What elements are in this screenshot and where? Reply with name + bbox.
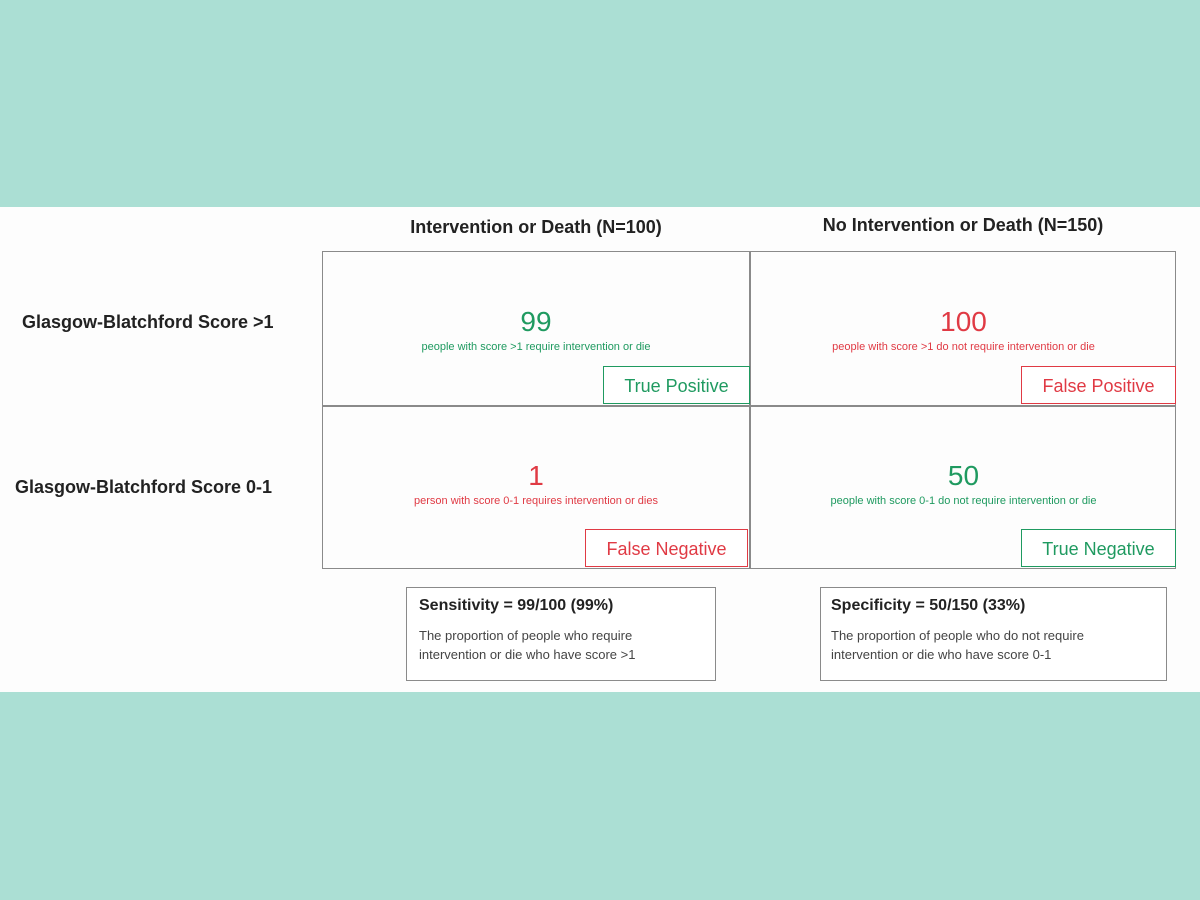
specificity-description-line-2: intervention or die who have score 0-1 bbox=[831, 647, 1052, 662]
false-negative-count: 1 bbox=[528, 460, 544, 491]
cell-true-positive: 99 people with score >1 require interven… bbox=[323, 306, 749, 354]
matrix-grid: 99 people with score >1 require interven… bbox=[322, 251, 1176, 569]
confusion-matrix-panel: Intervention or Death (N=100) No Interve… bbox=[0, 207, 1200, 692]
true-negative-count: 50 bbox=[947, 460, 980, 491]
sensitivity-description-line-1: The proportion of people who require bbox=[419, 628, 633, 643]
sensitivity-box: Sensitivity = 99/100 (99%) The proportio… bbox=[406, 587, 716, 681]
specificity-description-line-1: The proportion of people who do not requ… bbox=[831, 628, 1084, 643]
sensitivity-title: Sensitivity = 99/100 (99%) bbox=[419, 597, 614, 614]
column-header-intervention: Intervention or Death (N=100) bbox=[410, 217, 662, 237]
sensitivity-description-line-2: intervention or die who have score >1 bbox=[419, 647, 636, 662]
true-negative-description: people with score 0-1 do not require int… bbox=[830, 495, 1097, 507]
true-positive-count: 99 bbox=[520, 306, 552, 337]
specificity-title: Specificity = 50/150 (33%) bbox=[831, 597, 1026, 614]
false-positive-count: 100 bbox=[940, 306, 987, 337]
row-label-score-0-1: Glasgow-Blatchford Score 0-1 bbox=[15, 477, 273, 497]
cell-false-negative: 1 person with score 0-1 requires interve… bbox=[323, 460, 749, 508]
false-positive-label: False Positive bbox=[1021, 366, 1176, 404]
column-header-no-intervention: No Intervention or Death (N=150) bbox=[822, 215, 1104, 235]
cell-false-positive: 100 people with score >1 do not require … bbox=[750, 306, 1177, 354]
grid-horizontal-divider bbox=[323, 405, 1175, 407]
grid-vertical-divider bbox=[749, 252, 751, 568]
specificity-box: Specificity = 50/150 (33%) The proportio… bbox=[820, 587, 1167, 681]
false-negative-label: False Negative bbox=[585, 529, 748, 567]
false-negative-description: person with score 0-1 requires intervent… bbox=[414, 495, 658, 507]
true-positive-label: True Positive bbox=[603, 366, 750, 404]
true-positive-description: people with score >1 require interventio… bbox=[421, 341, 651, 353]
cell-true-negative: 50 people with score 0-1 do not require … bbox=[750, 460, 1177, 508]
true-negative-label: True Negative bbox=[1021, 529, 1176, 567]
false-positive-description: people with score >1 do not require inte… bbox=[832, 341, 1095, 353]
row-label-score-above-1: Glasgow-Blatchford Score >1 bbox=[22, 312, 274, 332]
